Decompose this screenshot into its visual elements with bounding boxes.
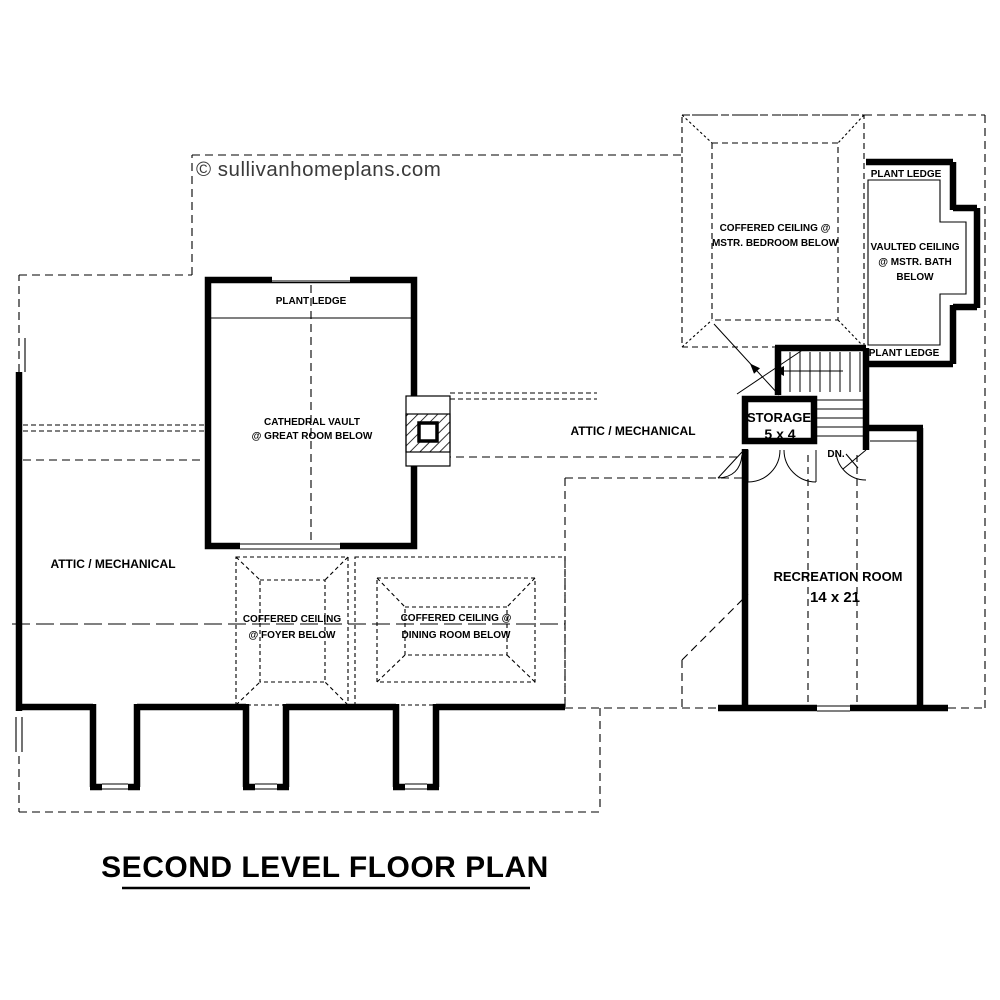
storage-label-line1: STORAGE (747, 410, 811, 425)
attic-left-label: ATTIC / MECHANICAL (50, 557, 175, 571)
storage-label-line2: 5 x 4 (764, 426, 795, 442)
balcony-rail-opening (240, 542, 340, 551)
great-room-plant-ledge-label: PLANT LEDGE (276, 296, 347, 307)
recreation-label-line1: RECREATION ROOM (773, 569, 902, 584)
watermark: © sullivanhomeplans.com (196, 158, 441, 181)
recreation-room (718, 424, 948, 713)
attic-right-label: ATTIC / MECHANICAL (570, 424, 695, 438)
exterior-walls (15, 372, 565, 791)
roof-valley-lines (713, 323, 805, 396)
recreation-window (817, 704, 850, 713)
storage-room (741, 395, 818, 445)
foyer-label-line1: COFFERED CEILING (243, 614, 342, 625)
stairs-dn-label: DN. (827, 449, 844, 460)
chimney (405, 395, 451, 467)
master-bath (866, 158, 981, 368)
stairway (774, 344, 870, 469)
foyer-label-line2: @ FOYER BELOW (249, 630, 337, 641)
bath-plant-ledge-bottom-label: PLANT LEDGE (869, 348, 940, 359)
slope-arrow-icon (750, 363, 760, 374)
great-room-label-line1: CATHEDRAL VAULT (264, 417, 360, 428)
stair-direction-arrow-icon (775, 366, 784, 376)
roof-outline-dashed (18, 114, 986, 813)
recreation-centerlines (807, 455, 858, 703)
stair-treads-upper (789, 352, 861, 392)
master-bedroom-label-line1: COFFERED CEILING @ (720, 223, 831, 234)
great-room (204, 275, 418, 551)
roof-detail-dashed (23, 392, 597, 432)
flue (417, 421, 439, 443)
page-title: SECOND LEVEL FLOOR PLAN (101, 851, 549, 884)
recreation-label-line2: 14 x 21 (810, 589, 860, 606)
master-bath-label-line2: @ MSTR. BATH (878, 257, 951, 268)
master-bedroom-label-line2: MSTR. BEDROOM BELOW (712, 238, 839, 249)
door-swings (717, 449, 867, 483)
great-room-label-line2: @ GREAT ROOM BELOW (252, 431, 373, 442)
stair-treads-lower (817, 399, 863, 437)
great-room-window (272, 275, 350, 282)
dining-label-line2: DINING ROOM BELOW (402, 630, 511, 641)
master-bedroom-coffered-outline (681, 114, 865, 348)
master-bath-label-line1: VAULTED CEILING (870, 242, 959, 253)
dining-label-line1: COFFERED CEILING @ (401, 613, 512, 624)
bath-plant-ledge-top-label: PLANT LEDGE (871, 169, 942, 180)
master-bath-label-line3: BELOW (896, 272, 934, 283)
exterior-windows (15, 338, 427, 790)
